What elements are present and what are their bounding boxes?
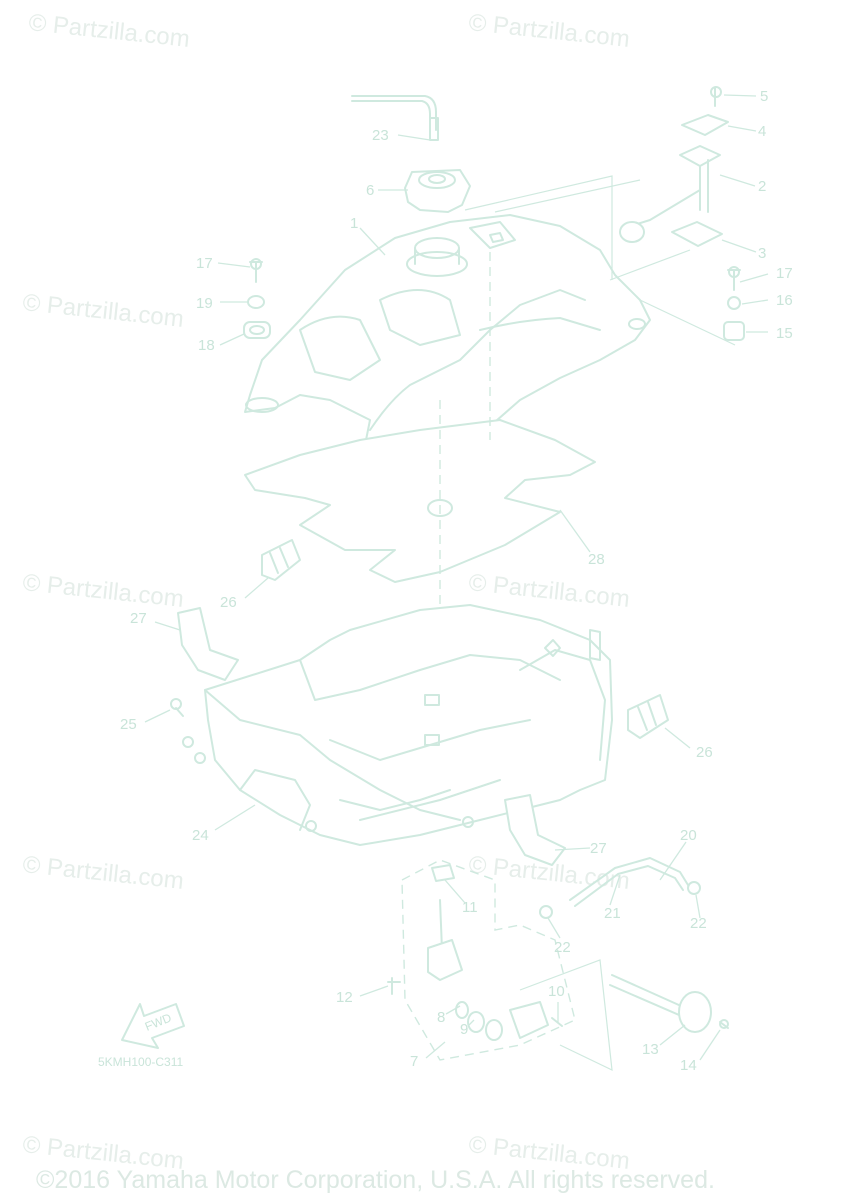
copyright-notice: ©2016 Yamaha Motor Corporation, U.S.A. A… <box>36 1166 715 1194</box>
callout-label: 23 <box>372 127 389 144</box>
fuel-hose-part <box>539 857 701 919</box>
watermarks: © Partzilla.com © Partzilla.com © Partzi… <box>21 9 631 1175</box>
callout-label: 1 <box>350 215 358 232</box>
rubber-strip-part <box>177 607 566 866</box>
watermark: © Partzilla.com <box>27 9 191 53</box>
callout-label: 6 <box>366 182 374 199</box>
vent-hose-part <box>351 95 439 141</box>
callout-label: 2 <box>758 178 766 195</box>
callout-label: 16 <box>776 292 793 309</box>
fuel-tank-part <box>244 214 651 479</box>
callout-label: 24 <box>192 827 209 844</box>
watermark: © Partzilla.com <box>21 851 185 895</box>
callout-label: 27 <box>130 610 147 627</box>
diagram-code: 5KMH100-C311 <box>98 1055 183 1069</box>
mount-hardware-left <box>243 258 271 339</box>
callout-label: 15 <box>776 325 793 342</box>
callout-label: 25 <box>120 716 137 733</box>
callout-label: 17 <box>776 265 793 282</box>
callout-label: 14 <box>680 1057 697 1074</box>
callout-label: 28 <box>588 551 605 568</box>
watermark: © Partzilla.com <box>467 569 631 613</box>
bolt-part <box>170 698 184 717</box>
callout-label: 21 <box>604 905 621 922</box>
callout-label: 10 <box>548 983 565 1000</box>
heat-protector-part <box>244 419 596 583</box>
callout-label: 13 <box>642 1041 659 1058</box>
callout-label: 17 <box>196 255 213 272</box>
assembly-line <box>609 249 736 346</box>
callout-label: 20 <box>680 827 697 844</box>
fwd-arrow-icon: FWD <box>121 1003 185 1049</box>
callout-label: 19 <box>196 295 213 312</box>
callout-label: 22 <box>554 939 571 956</box>
assembly-line <box>519 959 613 1072</box>
fuel-cap-part <box>404 169 471 213</box>
mount-hardware-right <box>723 266 745 341</box>
callout-label: 5 <box>760 88 768 105</box>
leader-lines <box>144 94 769 1061</box>
damper-part <box>261 539 669 739</box>
watermark: © Partzilla.com <box>467 9 631 53</box>
callout-label: 27 <box>590 840 607 857</box>
tank-frame-part <box>182 604 613 846</box>
callout-label: 3 <box>758 245 766 262</box>
callout-label: 9 <box>460 1021 468 1038</box>
callout-label: 18 <box>198 337 215 354</box>
callout-label: 8 <box>437 1009 445 1026</box>
callout-label: 26 <box>696 744 713 761</box>
callout-label: 26 <box>220 594 237 611</box>
assembly-line <box>464 175 641 280</box>
callout-label: 4 <box>758 123 766 140</box>
callout-label: 7 <box>410 1053 418 1070</box>
callout-label: 12 <box>336 989 353 1006</box>
watermark: © Partzilla.com <box>21 289 185 333</box>
petcock-box <box>401 859 576 1061</box>
watermark: © Partzilla.com <box>21 569 185 613</box>
callout-label: 22 <box>690 915 707 932</box>
petcock-part <box>387 864 563 1041</box>
callout-labels: 1 2 3 4 5 6 7 8 9 10 11 12 13 14 15 16 1… <box>120 88 793 1074</box>
fuel-sender-part <box>619 86 729 247</box>
fuel-strainer-part <box>609 974 729 1033</box>
callout-label: 11 <box>462 899 478 916</box>
